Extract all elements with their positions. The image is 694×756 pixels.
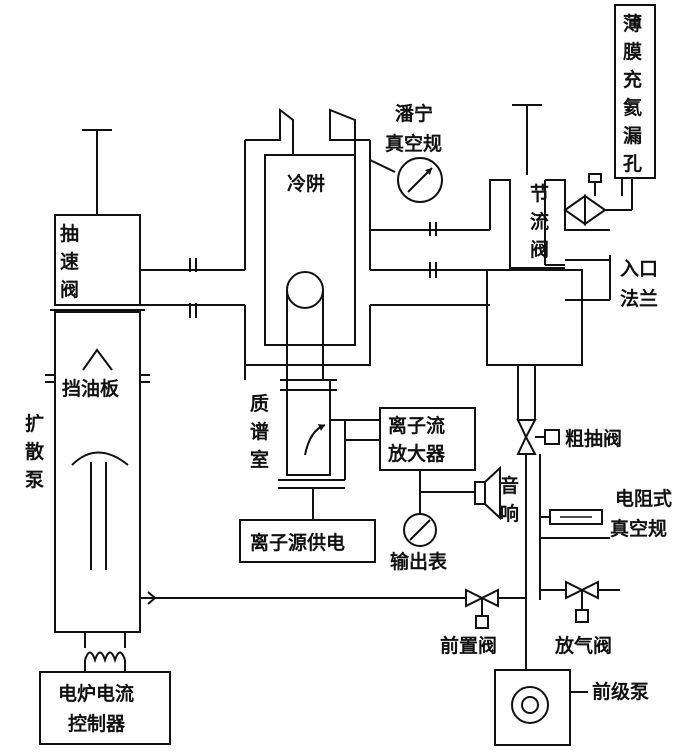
throttle-valve-label-2: 流 xyxy=(530,210,549,233)
ion-source-power-label: 离子源供电 xyxy=(250,531,345,554)
amplifier-outputs xyxy=(403,465,501,547)
pumping-valve-label-1: 抽 xyxy=(60,222,79,245)
inlet-flange-label-1: 入口 xyxy=(620,258,658,280)
helium-leak-label-2: 膜 xyxy=(622,40,642,63)
ion-amplifier-label-1: 离子流 xyxy=(388,414,445,437)
ion-amplifier-box xyxy=(379,407,476,471)
speaker-label-1: 音 xyxy=(500,474,519,497)
furnace-controller-label-1: 电炉电流 xyxy=(58,682,134,705)
resistance-gauge xyxy=(540,509,603,525)
oil-baffle-label: 挡油板 xyxy=(62,377,120,400)
mass-spec-label-2: 谱 xyxy=(250,420,269,443)
resistance-gauge-label-1: 电阻式 xyxy=(615,487,672,510)
helium-leak-label-6: 孔 xyxy=(623,153,642,175)
vent-valve-label: 放气阀 xyxy=(554,634,612,657)
rough-valve-label: 粗抽阀 xyxy=(565,427,622,450)
helium-leak-label-5: 漏 xyxy=(623,125,642,147)
rough-valve xyxy=(516,419,560,670)
mass-spectrometer xyxy=(278,379,380,520)
backing-pump xyxy=(494,669,588,746)
throttle-valve-label-3: 阀 xyxy=(530,238,549,261)
ion-amplifier-label-2: 放大器 xyxy=(387,442,446,465)
ion-source-power-box xyxy=(239,519,376,563)
cold-trap-label: 冷阱 xyxy=(287,172,325,195)
penning-gauge-label-1: 潘宁 xyxy=(395,102,433,125)
fore-line xyxy=(140,537,620,629)
penning-gauge xyxy=(369,157,490,236)
backing-pump-label: 前级泵 xyxy=(592,680,649,703)
fore-valve-label: 前置阀 xyxy=(440,634,497,657)
diffusion-pump xyxy=(45,129,150,672)
inlet-flange-label-2: 法兰 xyxy=(620,287,658,310)
output-meter-label: 输出表 xyxy=(390,550,448,573)
diffusion-pump-label-1: 扩 xyxy=(25,413,44,435)
helium-leak-label-3: 充 xyxy=(623,68,642,91)
furnace-controller-box xyxy=(39,671,171,745)
penning-gauge-label-2: 真空规 xyxy=(385,132,442,155)
furnace-controller-label-2: 控制器 xyxy=(68,712,126,735)
diffusion-pump-label-3: 泵 xyxy=(25,469,44,491)
cold-trap xyxy=(244,107,371,380)
resistance-gauge-label-2: 真空规 xyxy=(610,517,667,540)
pumping-valve-label-3: 阀 xyxy=(60,278,79,301)
mass-spec-label-3: 室 xyxy=(250,448,269,471)
main-pipe xyxy=(140,140,246,380)
diffusion-pump-label-2: 散 xyxy=(25,440,44,463)
helium-leak xyxy=(563,4,656,226)
speaker-label-2: 响 xyxy=(500,502,519,525)
helium-leak-label-1: 薄 xyxy=(623,13,642,35)
helium-leak-label-4: 氦 xyxy=(623,96,642,119)
throttle-valve-label-1: 节 xyxy=(530,183,549,205)
pipe-to-test xyxy=(370,262,510,306)
pumping-valve-label-2: 速 xyxy=(60,250,79,273)
test-chamber xyxy=(486,104,611,420)
mass-spec-label-1: 质 xyxy=(250,393,269,415)
